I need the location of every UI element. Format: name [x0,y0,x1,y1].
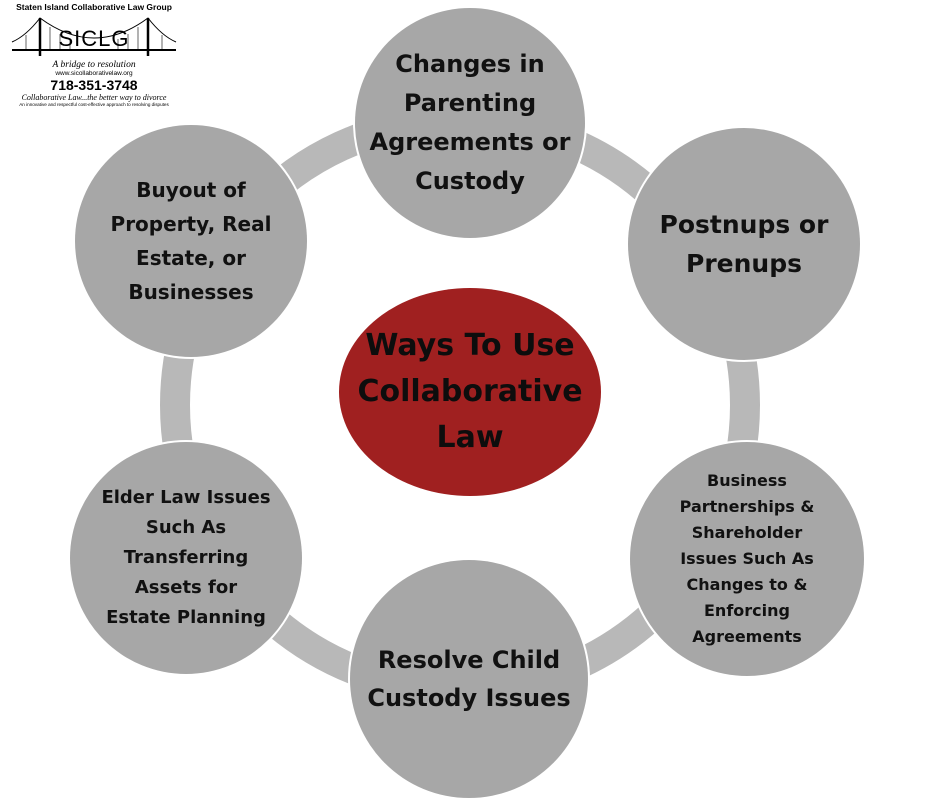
center-title: Ways To Use Collaborative Law [341,323,598,461]
node-text: Business Partnerships & Shareholder Issu… [680,468,815,650]
node-line: Partnerships & [679,497,815,516]
node-text: Elder Law Issues Such As Transferring As… [101,483,270,633]
node-line: Shareholder [691,523,803,542]
node-line: Custody Issues [367,684,571,712]
node-line: Transferring [123,547,249,568]
node-line: Businesses [128,280,254,304]
logo-phone: 718-351-3748 [50,77,138,93]
node-line: Parenting [403,89,537,117]
node-line: Estate, or [136,246,246,270]
center-line: Ways To Use [365,328,575,363]
node-text: Changes in Parenting Agreements or Custo… [370,45,571,201]
node-line: Changes to & [686,575,808,594]
node-line: Enforcing [704,601,790,620]
siclg-logo: Staten Island Collaborative Law Group SI… [6,2,182,126]
logo-website: www.sicollaborativelaw.org [55,70,133,77]
node-text: Buyout of Property, Real Estate, or Busi… [111,173,272,309]
logo-motto: Collaborative Law...the better way to di… [21,93,167,102]
node-postnups-prenups: Postnups or Prenups [628,128,860,360]
node-line: Postnups or [659,210,829,239]
node-line: Agreements or [369,128,571,156]
node-line: Elder Law Issues [101,487,271,508]
node-line: Prenups [686,249,802,278]
logo-description: An innovative and respectful cost-effect… [19,102,169,107]
center-line: Collaborative [357,374,583,409]
node-line: Changes in [395,50,545,78]
node-line: Agreements [692,627,802,646]
node-line: Estate Planning [106,607,266,628]
node-line: Property, Real [110,212,272,236]
node-child-custody: Resolve Child Custody Issues [350,560,588,798]
logo-tagline: A bridge to resolution [52,60,136,70]
center-line: Law [436,420,504,455]
logo-abbreviation: SICLG [58,26,130,51]
node-line: Business [707,471,787,490]
node-elder-law: Elder Law Issues Such As Transferring As… [70,442,302,674]
center-circle: Ways To Use Collaborative Law [339,288,601,496]
node-business-partnerships: Business Partnerships & Shareholder Issu… [630,442,864,676]
node-line: Buyout of [136,178,246,202]
node-property-buyout: Buyout of Property, Real Estate, or Busi… [75,125,307,357]
node-line: Assets for [134,577,238,598]
node-parenting-custody: Changes in Parenting Agreements or Custo… [355,8,585,238]
node-line: Custody [415,167,525,195]
node-text: Resolve Child Custody Issues [367,641,570,717]
logo-org-name: Staten Island Collaborative Law Group [16,2,172,12]
node-line: Such As [145,517,227,538]
node-text: Postnups or Prenups [660,205,829,283]
bridge-icon: SICLG [6,12,182,64]
node-line: Resolve Child [377,646,561,674]
node-line: Issues Such As [680,549,814,568]
